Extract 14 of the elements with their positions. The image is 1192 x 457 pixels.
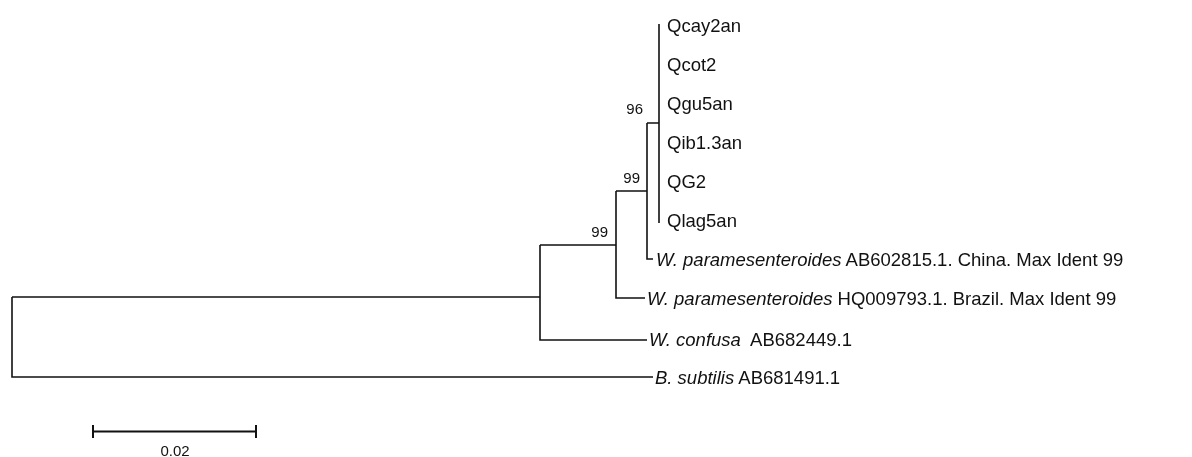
bootstrap-value: 96 — [626, 100, 643, 116]
taxon-label: W. confusa AB682449.1 — [649, 330, 852, 350]
taxon-label: Qib1.3an — [667, 133, 743, 153]
bootstrap-value: 99 — [623, 169, 640, 185]
taxon-label: Qlag5an — [667, 211, 737, 231]
taxon-label: Qcay2an — [667, 16, 742, 36]
taxon-label: W. paramesenteroides AB602815.1. China. Max Ident 99 — [656, 250, 1124, 270]
taxon-label: B. subtilis AB681491.1 — [655, 368, 841, 388]
scale-bar-label: 0.02 — [160, 442, 190, 457]
bootstrap-value: 99 — [591, 223, 608, 239]
taxon-label: W. paramesenteroides HQ009793.1. Brazil. Max Ident 99 — [647, 289, 1117, 309]
taxon-label: Qcot2 — [667, 55, 717, 75]
taxon-label: QG2 — [667, 172, 707, 192]
taxon-label: Qgu5an — [667, 94, 733, 114]
